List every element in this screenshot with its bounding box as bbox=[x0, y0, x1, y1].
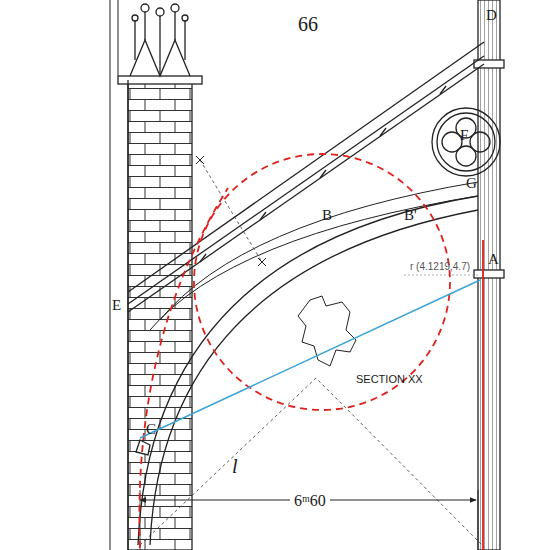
quatrefoil bbox=[432, 108, 500, 176]
point-letter: C bbox=[146, 422, 156, 437]
point-letter: B bbox=[322, 208, 332, 223]
wall-pillar bbox=[474, 0, 504, 550]
section-outline bbox=[298, 296, 356, 366]
point-letter: G bbox=[466, 176, 477, 191]
point-letter: E bbox=[112, 298, 121, 313]
section-title: SECTION XX bbox=[356, 374, 423, 385]
point-letter: D bbox=[486, 8, 497, 23]
point-letter: A bbox=[488, 252, 499, 267]
flyer bbox=[128, 42, 484, 545]
radius-note: r (4.1219,4.7) bbox=[410, 262, 470, 272]
red-construction bbox=[139, 154, 483, 550]
point-letter: F bbox=[460, 128, 468, 143]
point-letter: B' bbox=[404, 208, 417, 223]
pier bbox=[110, 0, 202, 550]
dimension: 6ᵐ60 bbox=[290, 492, 330, 510]
plate-number: 66 bbox=[298, 14, 318, 34]
span-symbol: l bbox=[232, 456, 238, 476]
thrust-line bbox=[140, 280, 480, 438]
